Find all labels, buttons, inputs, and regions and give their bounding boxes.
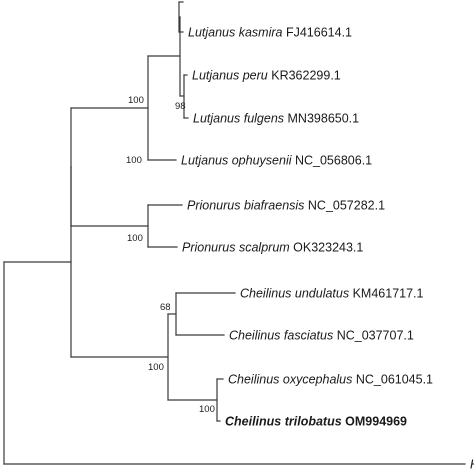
taxon-label: Cheilinus fasciatus NC_037707.1 xyxy=(229,329,414,343)
support-value-cheilinus_clade: 100 xyxy=(148,362,164,373)
taxon-accession: NC_037707.1 xyxy=(333,329,414,343)
taxon-accession: NC_061045.1 xyxy=(352,373,433,387)
taxon-accession: OM994969 xyxy=(342,415,407,429)
taxon-label: Prionurus scalprum OK323243.1 xyxy=(182,241,363,255)
taxon-accession: NC_057282.1 xyxy=(304,199,385,213)
taxon-species-name: Hemigymnus melapterus xyxy=(470,458,474,472)
taxon-accession: MN398650.1 xyxy=(284,112,359,126)
taxon-label: Hemigymnus melapterus NC_057241.1 xyxy=(470,458,474,472)
taxon-species-name: Lutjanus ophuysenii xyxy=(181,154,293,168)
taxon-accession: KM461717.1 xyxy=(349,287,423,301)
support-value-lutjanus_peru_fulgens: 98 xyxy=(175,101,186,112)
support-value-lutjanus_clade: 100 xyxy=(128,95,144,106)
taxon-species-name: Cheilinus trilobatus xyxy=(225,415,342,429)
taxon-label: Lutjanus peru KR362299.1 xyxy=(192,69,341,83)
taxon-accession: NC_056806.1 xyxy=(292,154,373,168)
taxon-accession: FJ416614.1 xyxy=(283,26,353,40)
taxon-label: Cheilinus undulatus KM461717.1 xyxy=(240,287,424,301)
support-values: 98 100 100 100 68 100 100 xyxy=(126,95,215,415)
taxon-species-name: Prionurus biafraensis xyxy=(187,199,304,213)
support-value-cheilinus_oxy_trilobatus: 100 xyxy=(199,404,215,415)
taxon-species-name: Cheilinus oxycephalus xyxy=(228,373,352,387)
taxon-species-name: Prionurus scalprum xyxy=(182,241,290,255)
tree-branches xyxy=(3,1,466,465)
taxon-label: Cheilinus oxycephalus NC_061045.1 xyxy=(228,373,433,387)
taxon-label: Cheilinus trilobatus OM994969 xyxy=(225,415,407,429)
taxon-label: Lutjanus fulgens MN398650.1 xyxy=(193,112,359,126)
taxon-accession: OK323243.1 xyxy=(290,241,364,255)
taxon-species-name: Lutjanus peru xyxy=(192,69,268,83)
taxon-label: Prionurus biafraensis NC_057282.1 xyxy=(187,199,385,213)
taxon-accession: KR362299.1 xyxy=(268,69,341,83)
taxon-species-name: Lutjanus kasmira xyxy=(188,26,283,40)
taxon-species-name: Lutjanus fulgens xyxy=(193,112,284,126)
support-value-cheilinus_undulatus_fasciatus: 68 xyxy=(160,302,171,313)
taxon-species-name: Cheilinus undulatus xyxy=(240,287,349,301)
support-value-ingroup_upper: 100 xyxy=(126,155,142,166)
support-value-prionurus_clade: 100 xyxy=(127,233,143,244)
taxon-species-name: Cheilinus fasciatus xyxy=(229,329,333,343)
taxon-label: Lutjanus kasmira FJ416614.1 xyxy=(188,26,352,40)
taxon-label: Lutjanus ophuysenii NC_056806.1 xyxy=(181,154,372,168)
